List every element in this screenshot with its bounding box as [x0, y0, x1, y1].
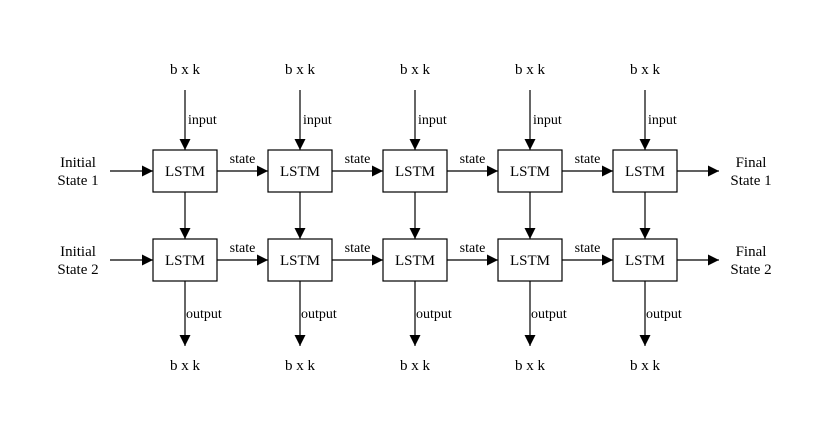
input-dimension-label: b x k	[400, 62, 431, 78]
state-label: state	[460, 152, 486, 167]
lstm-cell-layer-1	[152, 149, 218, 193]
diagram-content: b x k input output b x k LSTM LSTM state state b…	[57, 62, 771, 374]
output-label: output	[646, 307, 682, 322]
output-dimension-label: b x k	[285, 358, 316, 374]
output-label: output	[186, 307, 222, 322]
lstm-cell-layer-2	[152, 238, 218, 282]
lstm-cell-label: LSTM	[280, 164, 320, 180]
input-dimension-label: b x k	[515, 62, 546, 78]
lstm-cell-label: LSTM	[625, 164, 665, 180]
input-dimension-label: b x k	[630, 62, 661, 78]
lstm-cell-label: LSTM	[395, 253, 435, 269]
input-dimension-label: b x k	[285, 62, 316, 78]
state-label: state	[575, 152, 601, 167]
input-label: input	[648, 113, 677, 128]
state-label: state	[230, 241, 256, 256]
state-label: state	[345, 241, 371, 256]
input-dimension-label: b x k	[170, 62, 201, 78]
output-label: output	[301, 307, 337, 322]
state-label: state	[460, 241, 486, 256]
output-dimension-label: b x k	[170, 358, 201, 374]
output-dimension-label: b x k	[400, 358, 431, 374]
output-label: output	[416, 307, 452, 322]
lstm-cell-label: LSTM	[510, 164, 550, 180]
lstm-cell-label: LSTM	[625, 253, 665, 269]
lstm-cell-layer-2	[382, 238, 448, 282]
lstm-cell-layer-1	[612, 149, 678, 193]
state-label: state	[345, 152, 371, 167]
input-label: input	[303, 113, 332, 128]
lstm-cell-label: LSTM	[165, 164, 205, 180]
state-label: state	[230, 152, 256, 167]
output-dimension-label: b x k	[630, 358, 661, 374]
lstm-cell-label: LSTM	[280, 253, 320, 269]
input-label: input	[533, 113, 562, 128]
input-label: input	[418, 113, 447, 128]
input-label: input	[188, 113, 217, 128]
output-label: output	[531, 307, 567, 322]
lstm-cell-layer-2	[612, 238, 678, 282]
lstm-cell-label: LSTM	[395, 164, 435, 180]
output-dimension-label: b x k	[515, 358, 546, 374]
state-label: state	[575, 241, 601, 256]
lstm-cell-layer-1	[382, 149, 448, 193]
lstm-cell-label: LSTM	[165, 253, 205, 269]
lstm-cell-layer-2	[497, 238, 563, 282]
lstm-cell-label: LSTM	[510, 253, 550, 269]
